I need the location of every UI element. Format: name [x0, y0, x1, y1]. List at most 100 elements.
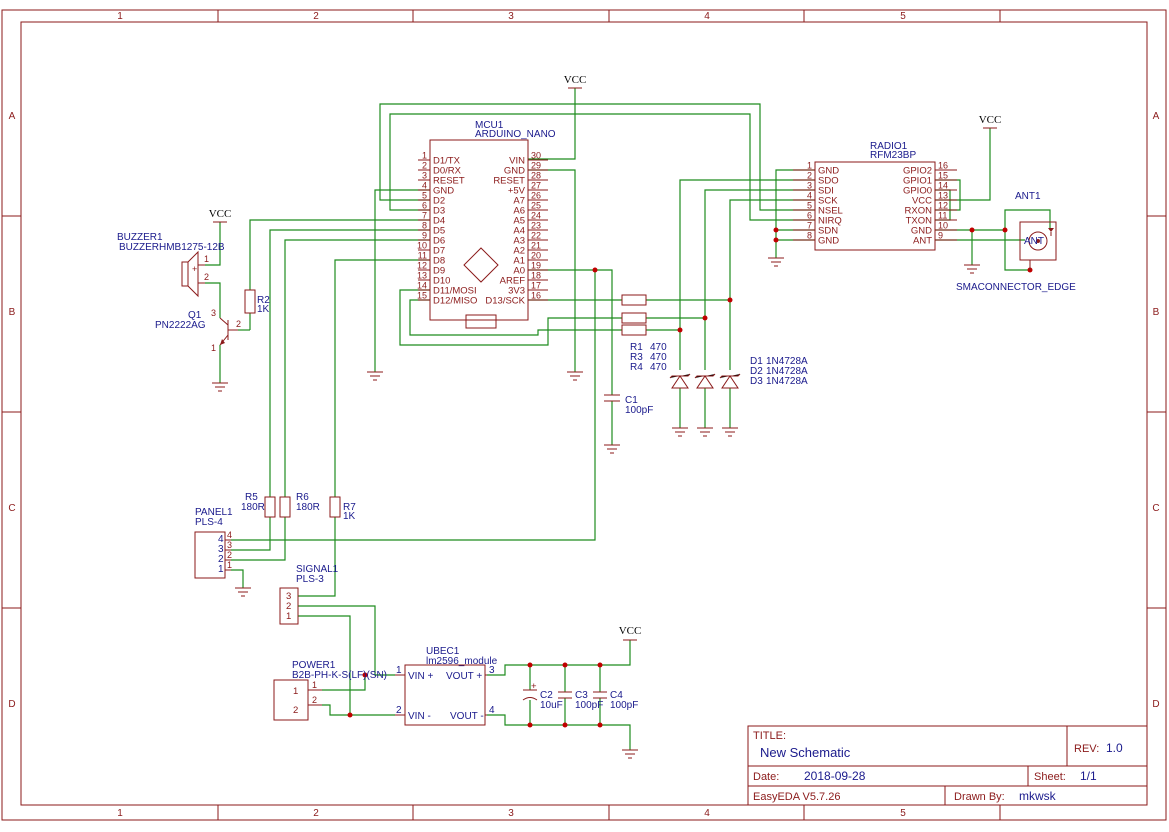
resistor-r6[interactable]: R6 180R — [279, 492, 320, 518]
capacitor-c3[interactable]: C3 100pF — [558, 690, 603, 711]
panel-pin-number: 1 — [218, 564, 224, 575]
ground-icon — [768, 257, 784, 267]
mcu-ref: MCU1 — [475, 120, 504, 131]
c2-polarity: + — [531, 681, 537, 692]
resistor-r2[interactable]: R2 1K — [244, 289, 270, 315]
radio-pin-name: RXON — [905, 206, 933, 217]
c2-ref: C2 — [540, 690, 553, 701]
radio-value: RFM23BP — [870, 150, 916, 161]
transistor-q1[interactable]: Q1 PN2222AG 3 2 1 — [155, 308, 241, 353]
q1-pin-number: 2 — [236, 319, 241, 329]
panel-connector[interactable]: PANEL1 PLS-4 4 3 2 1 4 3 2 1 — [194, 507, 233, 579]
resistor-r5[interactable]: R5 180R — [241, 492, 276, 518]
column-label: 2 — [313, 808, 319, 819]
ubec-pin-label: VOUT + — [446, 671, 482, 682]
signal-connector[interactable]: SIGNAL1 PLS-3 3 2 1 — [279, 564, 339, 625]
radio-pin-name: SDN — [818, 226, 838, 237]
zener-diode-icon — [719, 373, 741, 389]
radio-pin-number: 7 — [807, 221, 812, 231]
mcu-pin-name: D2 — [433, 196, 445, 207]
buzzer-ref: BUZZER1 — [117, 232, 163, 243]
signal-pin-number: 2 — [286, 601, 291, 612]
mcu-pin-name: D9 — [433, 266, 445, 277]
vcc-label: VCC — [619, 625, 642, 637]
resistor-r4[interactable] — [621, 324, 647, 336]
radio-pin-number: 12 — [938, 201, 948, 211]
buzzer[interactable]: BUZZER1 BUZZERHMB1275-12B 1 2 + — [117, 232, 225, 298]
column-label: 5 — [900, 808, 906, 819]
mcu-pin-name: A6 — [513, 206, 525, 217]
r6-value: 180R — [296, 502, 320, 513]
mcu-pin-number: 13 — [417, 271, 427, 281]
ant-sma-connector[interactable]: ANT1 SMACONNECTOR_EDGE ANT — [956, 191, 1076, 293]
mcu-pin-name: D7 — [433, 246, 445, 257]
r5-ref: R5 — [245, 492, 258, 503]
title-block-rev: 1.0 — [1106, 741, 1123, 755]
radio-pin-number: 11 — [938, 211, 947, 221]
d2-value: 1N4728A — [766, 366, 808, 377]
panel-pin-number: 1 — [227, 560, 232, 570]
zener-diode-icon — [694, 373, 716, 389]
zener-diode-icon — [669, 373, 691, 389]
power-pin-number: 2 — [293, 705, 298, 716]
r4-ref: R4 — [630, 362, 643, 373]
radio-pin-name: GPIO1 — [903, 176, 932, 187]
resistor-r3[interactable] — [621, 312, 647, 324]
frame-row-labels: A B C D A B C D — [8, 111, 1159, 710]
mcu-pin-name: GND — [504, 166, 525, 177]
row-label: B — [9, 307, 16, 318]
row-label: D — [1152, 699, 1159, 710]
title-block-software: EasyEDA V5.7.26 — [753, 791, 840, 803]
mcu-pin-name: D3 — [433, 206, 445, 217]
radio-pin-number: 9 — [938, 231, 943, 241]
frame-column-labels: 1 2 3 4 5 1 2 3 4 5 — [117, 11, 906, 819]
r3-value: 470 — [650, 352, 667, 363]
d3-ref: D3 — [750, 376, 763, 387]
power-pin-number: 1 — [312, 680, 317, 690]
wires — [205, 88, 1051, 750]
ubec-pin-number: 2 — [396, 705, 402, 716]
mcu-pin-number: 29 — [531, 161, 541, 171]
radio-pin-number: 14 — [938, 181, 948, 191]
mcu-pin-number: 14 — [417, 281, 427, 291]
mcu-pin-name: A3 — [513, 236, 525, 247]
radio-pin-name: GND — [818, 166, 839, 177]
r7-value: 1K — [343, 511, 356, 522]
mcu-pin-name: D6 — [433, 236, 445, 247]
mcu-pin-number: 28 — [531, 171, 541, 181]
mcu-pin-name: GND — [433, 186, 454, 197]
ubec-module[interactable]: UBEC1 lm2596_module VIN + VIN - VOUT + V… — [395, 646, 498, 726]
capacitor-c1[interactable]: C1 100pF — [604, 394, 653, 416]
radio-pin-number: 8 — [807, 231, 812, 241]
ground-icon — [235, 587, 251, 597]
vcc-symbols: VCC VCC VCC VCC — [209, 74, 1001, 641]
resistor-r1[interactable] — [621, 294, 647, 306]
radio-pin-number: 5 — [807, 201, 812, 211]
power-connector[interactable]: POWER1 B2B-PH-K-S(LF)(SN) 1 2 1 2 — [273, 660, 387, 721]
zener-diodes[interactable]: D1 1N4728A D2 1N4728A D3 1N4728A — [669, 356, 808, 389]
radio-pin-name: NIRQ — [818, 216, 842, 227]
buzzer-value: BUZZERHMB1275-12B — [119, 242, 225, 253]
mcu-pin-number: 21 — [531, 241, 541, 251]
resistor-r7[interactable]: R7 1K — [329, 496, 356, 522]
column-label: 4 — [704, 808, 710, 819]
title-block-sheet: 1/1 — [1080, 769, 1097, 783]
capacitor-c2[interactable]: + C2 10uF — [522, 681, 563, 711]
c1-ref: C1 — [625, 395, 638, 406]
ubec-pin-label: VOUT - — [450, 711, 484, 722]
ground-icon — [212, 382, 228, 392]
radio-pin-number: 3 — [807, 181, 812, 191]
mcu-pin-name: VIN — [509, 156, 525, 167]
resistor-icon — [621, 294, 647, 306]
mcu-pin-number: 18 — [531, 271, 541, 281]
ubec-pin-number: 3 — [489, 665, 495, 676]
column-label: 2 — [313, 11, 319, 22]
capacitor-c4[interactable]: C4 100pF — [593, 690, 638, 711]
power-pin-number: 1 — [293, 686, 298, 697]
resistor-icon — [279, 496, 291, 518]
q1-value: PN2222AG — [155, 320, 206, 331]
